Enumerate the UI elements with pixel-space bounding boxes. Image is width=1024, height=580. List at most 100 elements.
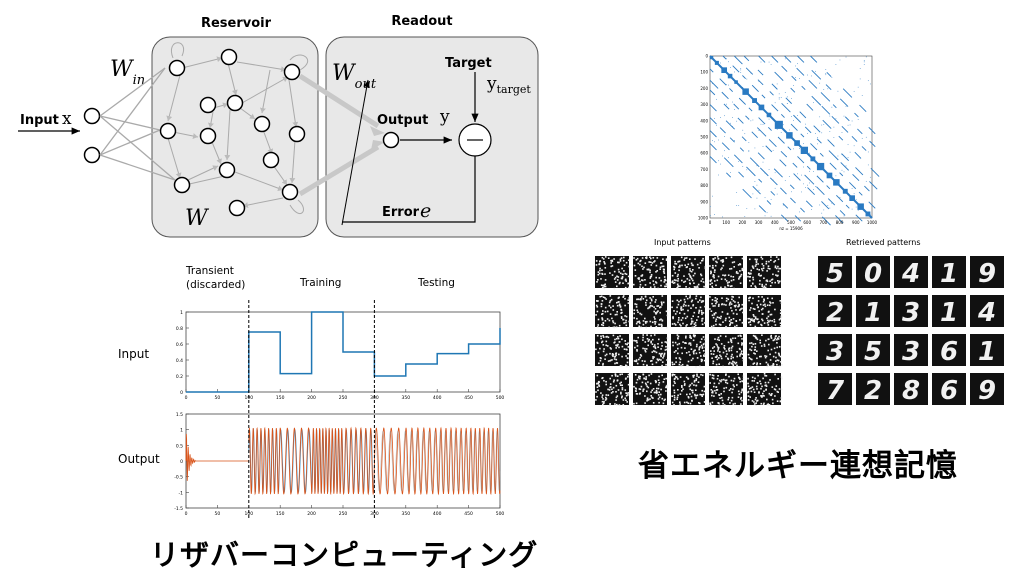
noise-pixel bbox=[733, 261, 736, 263]
noise-pixel bbox=[673, 391, 676, 394]
noise-pixel bbox=[654, 311, 657, 314]
noise-pixel bbox=[776, 390, 779, 393]
noise-pixel bbox=[739, 275, 742, 277]
noise-pixel bbox=[720, 286, 722, 289]
noise-pixel bbox=[604, 283, 606, 286]
noise-pixel bbox=[601, 312, 604, 315]
noise-pixel bbox=[695, 295, 698, 297]
noise-pixel bbox=[619, 306, 622, 308]
noise-pixel bbox=[760, 355, 762, 358]
matrix-streak-upper bbox=[844, 116, 850, 122]
matrix-dot bbox=[819, 116, 821, 118]
noise-pixel bbox=[595, 348, 597, 351]
output-y-tick-label: -1.5 bbox=[174, 506, 183, 512]
noise-pixel bbox=[655, 264, 658, 267]
matrix-streak-lower bbox=[821, 201, 830, 210]
noise-pixel bbox=[625, 280, 627, 282]
noise-pixel bbox=[659, 306, 661, 309]
noise-pixel bbox=[732, 276, 735, 278]
matrix-x-tick-label: 300 bbox=[755, 220, 763, 225]
noise-pixel bbox=[625, 321, 627, 324]
noise-pixel bbox=[676, 306, 678, 309]
output-x-tick-label: 50 bbox=[215, 511, 221, 517]
noise-pixel bbox=[712, 264, 714, 267]
noise-pixel bbox=[665, 279, 667, 282]
matrix-dot bbox=[776, 128, 778, 130]
noise-pixel bbox=[638, 393, 641, 395]
noise-pixel bbox=[674, 382, 676, 384]
noise-pixel bbox=[678, 357, 681, 359]
noise-pixel bbox=[718, 394, 721, 396]
noise-pixel bbox=[639, 356, 641, 359]
noise-pixel bbox=[678, 260, 681, 263]
noise-pixel bbox=[759, 303, 762, 306]
noise-pixel bbox=[779, 322, 782, 324]
matrix-streak-lower bbox=[719, 78, 727, 86]
noise-pixel bbox=[740, 273, 743, 276]
noise-pixel bbox=[645, 383, 648, 386]
noise-pixel bbox=[733, 385, 735, 388]
noise-pixel bbox=[715, 302, 717, 305]
noise-pixel bbox=[697, 287, 699, 289]
noise-pixel bbox=[763, 373, 766, 375]
noise-pixel bbox=[618, 296, 620, 299]
noise-pixel bbox=[644, 382, 647, 385]
noise-pixel bbox=[646, 390, 648, 393]
noise-pixel bbox=[672, 282, 675, 284]
matrix-dot bbox=[742, 166, 744, 167]
noise-pixel bbox=[765, 361, 768, 364]
noise-pixel bbox=[770, 334, 772, 337]
noise-pixel bbox=[763, 299, 765, 301]
noise-pixel bbox=[725, 300, 728, 302]
matrix-dot bbox=[738, 205, 740, 206]
noise-pixel bbox=[730, 267, 733, 270]
matrix-streak-upper bbox=[745, 67, 754, 75]
matrix-dot bbox=[778, 97, 780, 99]
matrix-x-tick-label: 200 bbox=[739, 220, 747, 225]
input-pattern-tile bbox=[747, 334, 783, 368]
noise-pixel bbox=[622, 404, 625, 406]
noise-pixel bbox=[674, 260, 676, 263]
noise-pixel bbox=[602, 296, 605, 298]
noise-pixel bbox=[737, 264, 740, 266]
matrix-streak-upper bbox=[851, 136, 858, 142]
matrix-dot bbox=[778, 93, 780, 95]
noise-pixel bbox=[639, 388, 642, 391]
phase-testing-label: Testing bbox=[418, 277, 455, 289]
noise-pixel bbox=[635, 259, 638, 261]
noise-pixel bbox=[643, 377, 646, 380]
noise-pixel bbox=[695, 389, 697, 391]
noise-pixel bbox=[679, 376, 682, 378]
noise-pixel bbox=[758, 391, 760, 393]
retrieved-digit: 9 bbox=[978, 376, 996, 406]
noise-pixel bbox=[604, 273, 606, 275]
noise-pixel bbox=[691, 320, 693, 322]
noise-pixel bbox=[607, 394, 610, 396]
noise-pixel bbox=[619, 258, 622, 261]
noise-pixel bbox=[656, 305, 658, 307]
noise-pixel bbox=[693, 381, 696, 383]
matrix-dot bbox=[811, 209, 812, 210]
noise-pixel bbox=[760, 256, 763, 259]
noise-pixel bbox=[625, 261, 628, 264]
noise-pixel bbox=[715, 343, 717, 345]
noise-pixel bbox=[750, 390, 753, 393]
noise-pixel bbox=[649, 277, 652, 279]
matrix-dot bbox=[837, 181, 839, 183]
noise-pixel bbox=[689, 295, 691, 297]
matrix-dot bbox=[712, 83, 713, 84]
noise-pixel bbox=[649, 256, 651, 258]
noise-pixel bbox=[640, 313, 643, 316]
noise-pixel bbox=[608, 301, 611, 304]
noise-pixel bbox=[650, 391, 652, 393]
noise-pixel bbox=[622, 295, 625, 297]
noise-pixel bbox=[622, 318, 624, 321]
noise-pixel bbox=[768, 392, 771, 395]
matrix-dot bbox=[738, 161, 740, 162]
noise-pixel bbox=[741, 388, 743, 391]
retrieved-pattern-bg bbox=[856, 295, 890, 327]
noise-pixel bbox=[728, 347, 731, 349]
noise-pixel bbox=[639, 312, 641, 315]
noise-pixel bbox=[699, 262, 702, 264]
noise-pixel bbox=[761, 313, 764, 315]
